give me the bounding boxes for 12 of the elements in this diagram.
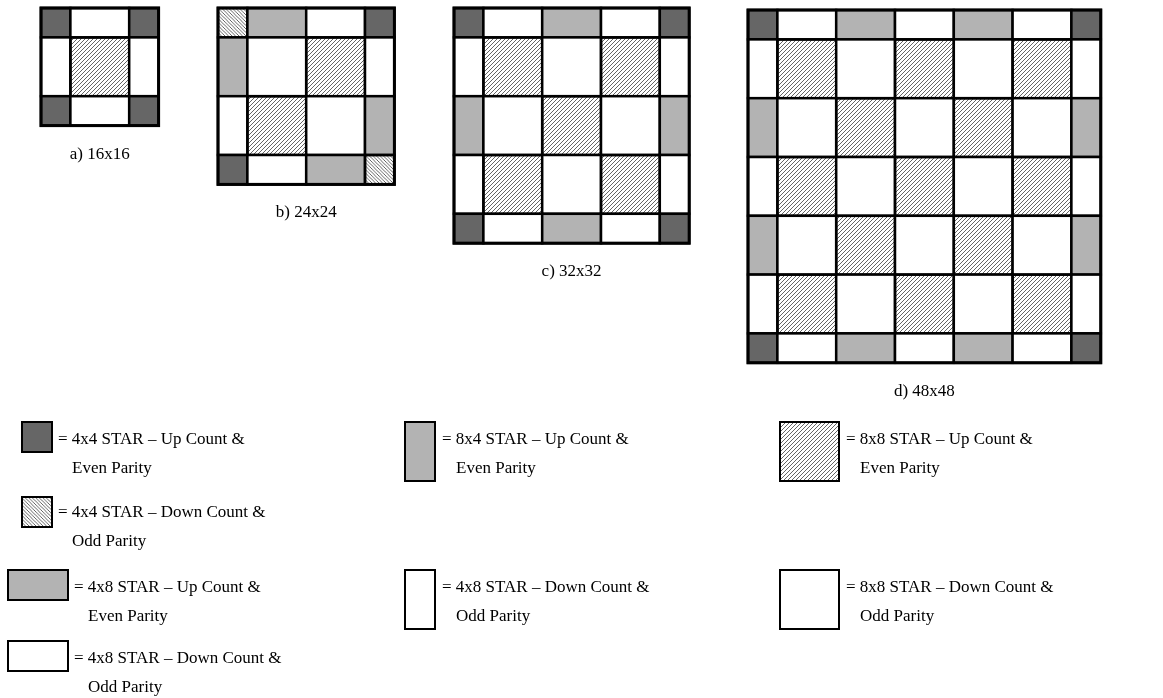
figure-caption: c) 32x32: [541, 261, 602, 282]
legend-text: = 4x8 STAR – Down Count & Odd Parity: [74, 647, 283, 698]
legend-text: = 4x4 STAR – Down Count & Odd Parity: [58, 501, 267, 552]
legend-text: = 8x8 STAR – Down Count & Odd Parity: [846, 576, 1055, 627]
legend-text: = 4x4 STAR – Up Count & Even Parity: [58, 428, 246, 479]
legend-text: = 8x4 STAR – Up Count & Even Parity: [442, 428, 630, 479]
figure-caption: b) 24x24: [275, 202, 337, 223]
legend-text: = 8x8 STAR – Up Count & Even Parity: [846, 428, 1034, 479]
figure-caption: a) 16x16: [69, 143, 130, 164]
figure-caption: d) 48x48: [893, 380, 955, 401]
legend-text: = 4x8 STAR – Up Count & Even Parity: [74, 576, 262, 627]
legend-text: = 4x8 STAR – Down Count & Odd Parity: [442, 576, 651, 627]
